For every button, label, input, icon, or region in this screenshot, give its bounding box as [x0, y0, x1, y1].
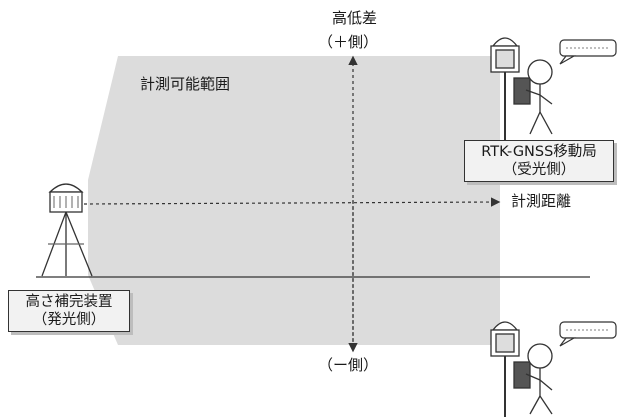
receiver-label-box: RTK-GNSS移動局 （受光側）	[464, 140, 614, 183]
elevation-minus-label: （ー側）	[318, 356, 379, 374]
emitter-label-line2: （発光側）	[32, 312, 106, 329]
receiver-label-line2: （受光側）	[502, 162, 576, 179]
measurable-range-area	[88, 56, 500, 345]
speech-bubble-icon	[559, 39, 617, 65]
receiver-label-line1: RTK-GNSS移動局	[481, 144, 597, 160]
speech-bubble-icon	[559, 321, 617, 347]
elevation-plus-label: （＋側）	[318, 33, 379, 51]
distance-label: 計測距離	[511, 192, 572, 210]
range-label: 計測可能範囲	[140, 75, 231, 93]
emitter-label-box: 高さ補完装置 （発光側）	[8, 290, 130, 333]
gnss-rover-person-icon	[490, 37, 553, 140]
emitter-tripod-icon	[41, 183, 93, 277]
elevation-title: 高低差	[332, 9, 378, 27]
gnss-rover-person-icon	[490, 321, 553, 417]
emitter-label-line1: 高さ補完装置	[25, 294, 113, 310]
